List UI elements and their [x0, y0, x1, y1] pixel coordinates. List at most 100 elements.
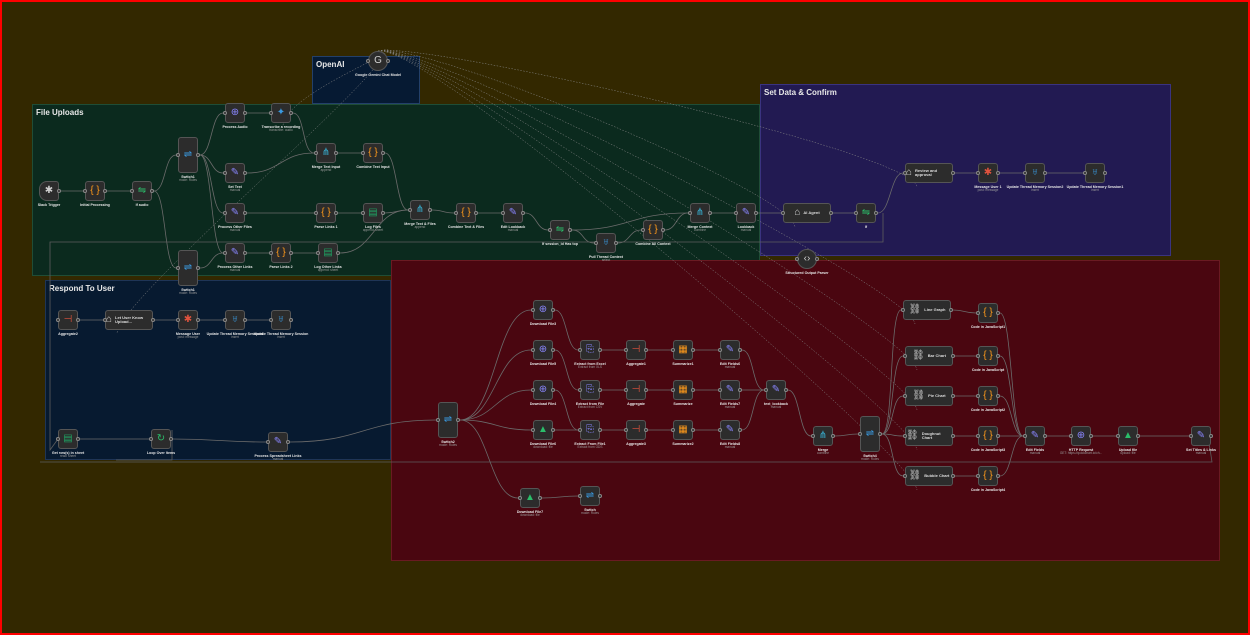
- connection[interactable]: [289, 419, 437, 443]
- node-message-user1[interactable]: ✱: [976, 163, 1000, 183]
- input-port[interactable]: [903, 171, 907, 175]
- output-port[interactable]: [243, 171, 247, 175]
- input-port[interactable]: [83, 189, 87, 193]
- node-bubble-chart[interactable]: ⛓Bubble Chart: [903, 466, 955, 486]
- output-port[interactable]: [996, 394, 1000, 398]
- node-process-other-files[interactable]: ✎: [223, 203, 247, 223]
- node-loop-items[interactable]: ↻: [149, 429, 173, 449]
- output-port[interactable]: [381, 211, 385, 215]
- input-port[interactable]: [718, 348, 722, 352]
- input-port[interactable]: [1023, 434, 1027, 438]
- node-combine-text-files[interactable]: { }: [454, 203, 478, 223]
- input-port[interactable]: [223, 318, 227, 322]
- input-port[interactable]: [578, 348, 582, 352]
- input-port[interactable]: [454, 211, 458, 215]
- output-port[interactable]: [1209, 434, 1213, 438]
- connection[interactable]: [339, 209, 409, 254]
- connection[interactable]: [999, 435, 1024, 477]
- output-port[interactable]: [784, 388, 788, 392]
- connection[interactable]: [541, 495, 579, 499]
- node-edit-fields8[interactable]: ✎: [718, 420, 742, 440]
- ai-model-connection[interactable]: [377, 50, 916, 325]
- ai-model-connection[interactable]: [377, 50, 796, 228]
- node-merge-context[interactable]: ⋔: [688, 203, 712, 223]
- input-port[interactable]: [854, 211, 858, 215]
- output-port[interactable]: [815, 257, 819, 261]
- connection[interactable]: [199, 112, 224, 156]
- input-port[interactable]: [130, 189, 134, 193]
- input-port[interactable]: [734, 211, 738, 215]
- input-port[interactable]: [531, 348, 535, 352]
- node-pull-thread[interactable]: ♅: [594, 233, 618, 253]
- input-port[interactable]: [149, 437, 153, 441]
- input-port[interactable]: [976, 354, 980, 358]
- node-structured-parser[interactable]: ‹›: [795, 249, 819, 269]
- input-port[interactable]: [223, 111, 227, 115]
- node-set-text[interactable]: ✎: [223, 163, 247, 183]
- node-initial-processing[interactable]: { }: [83, 181, 107, 201]
- node-combine-text-input[interactable]: { }: [361, 143, 385, 163]
- output-port[interactable]: [551, 308, 555, 312]
- output-port[interactable]: [243, 318, 247, 322]
- output-port[interactable]: [951, 171, 955, 175]
- input-port[interactable]: [624, 388, 628, 392]
- input-port[interactable]: [764, 388, 768, 392]
- input-port[interactable]: [269, 251, 273, 255]
- connection[interactable]: [554, 309, 579, 351]
- output-port[interactable]: [996, 434, 1000, 438]
- output-port[interactable]: [103, 189, 107, 193]
- node-combine-all[interactable]: { }: [641, 220, 665, 240]
- connection[interactable]: [741, 349, 765, 391]
- node-parse-links-2[interactable]: { }: [269, 243, 293, 263]
- connection[interactable]: [199, 154, 224, 214]
- node-process-sheet-links[interactable]: ✎: [266, 432, 290, 452]
- output-port[interactable]: [151, 318, 155, 322]
- input-port[interactable]: [1023, 171, 1027, 175]
- output-port[interactable]: [691, 348, 695, 352]
- connection[interactable]: [153, 154, 177, 192]
- input-port[interactable]: [976, 394, 980, 398]
- input-port[interactable]: [269, 318, 273, 322]
- input-port[interactable]: [436, 418, 440, 422]
- output-port[interactable]: [829, 211, 833, 215]
- input-port[interactable]: [671, 388, 675, 392]
- input-port[interactable]: [858, 432, 862, 436]
- output-port[interactable]: [1043, 434, 1047, 438]
- node-edit-fields7[interactable]: ✎: [718, 380, 742, 400]
- input-port[interactable]: [223, 211, 227, 215]
- input-port[interactable]: [361, 211, 365, 215]
- input-port[interactable]: [976, 434, 980, 438]
- input-port[interactable]: [578, 428, 582, 432]
- connection[interactable]: [459, 349, 532, 421]
- node-extract-file[interactable]: ⎘: [578, 380, 602, 400]
- node-code-js1[interactable]: { }: [976, 303, 1000, 323]
- node-code-js[interactable]: { }: [976, 346, 1000, 366]
- input-port[interactable]: [901, 308, 905, 312]
- node-http-request[interactable]: ⊕: [1069, 426, 1093, 446]
- input-port[interactable]: [671, 428, 675, 432]
- output-port[interactable]: [614, 241, 618, 245]
- node-transcribe[interactable]: ✦: [269, 103, 293, 123]
- input-port[interactable]: [531, 428, 535, 432]
- group-respond-to-user[interactable]: Respond To User: [45, 280, 391, 460]
- ai-model-connection[interactable]: [377, 50, 918, 188]
- output-port[interactable]: [996, 354, 1000, 358]
- output-port[interactable]: [76, 437, 80, 441]
- connection[interactable]: [431, 209, 455, 214]
- node-summarize1[interactable]: ▦: [671, 340, 695, 360]
- input-port[interactable]: [518, 496, 522, 500]
- node-edit-fields[interactable]: ✎: [1023, 426, 1047, 446]
- node-pie-chart[interactable]: ⛓Pie Chart: [903, 386, 955, 406]
- input-port[interactable]: [314, 211, 318, 215]
- output-port[interactable]: [738, 428, 742, 432]
- node-switch-a[interactable]: ⇌: [176, 137, 200, 173]
- input-port[interactable]: [641, 228, 645, 232]
- output-port[interactable]: [169, 437, 173, 441]
- output-port[interactable]: [243, 211, 247, 215]
- node-message-user[interactable]: ✱: [176, 310, 200, 330]
- input-port[interactable]: [624, 348, 628, 352]
- output-port[interactable]: [76, 318, 80, 322]
- connection[interactable]: [292, 112, 315, 154]
- output-port[interactable]: [598, 428, 602, 432]
- node-set-titles[interactable]: ✎: [1189, 426, 1213, 446]
